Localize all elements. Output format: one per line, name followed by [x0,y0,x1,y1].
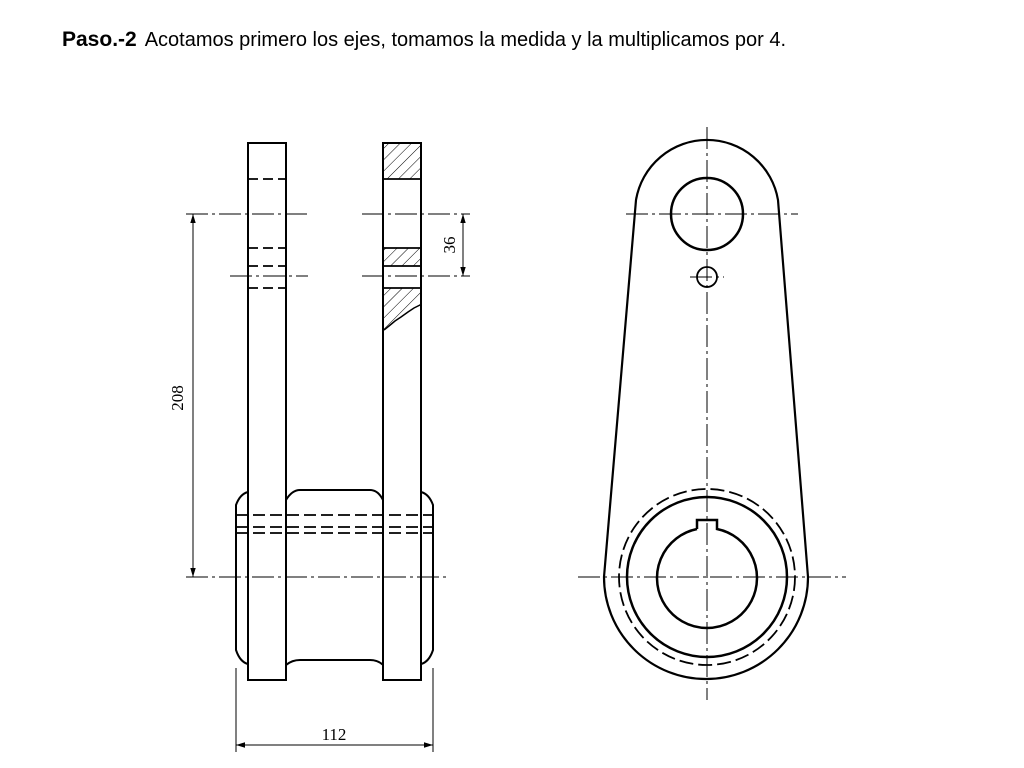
side-view [235,142,434,681]
dimension-112 [235,668,434,752]
hub-body [285,489,384,501]
hub-body-bottom [285,659,384,666]
dimension-112-label: 112 [322,725,347,744]
side-view-center-lines [186,213,470,578]
front-view [602,138,810,681]
step-label: Paso.-2 [62,28,137,51]
hidden-lines-upper [248,178,421,289]
step-description: Acotamos primero los ejes, tomamos la me… [144,29,787,51]
section-break-line [383,304,421,331]
dimension-36-label: 36 [440,237,459,254]
hub-right-flange [420,491,434,665]
hub-left-flange [235,491,249,665]
hub-bore-hidden-lines [236,514,433,534]
lever-outline [602,138,810,681]
right-fork-arm [382,142,422,681]
keyed-bore [655,518,759,630]
section-hatching [384,144,420,330]
front-view-center-lines [578,127,846,700]
slide-title: Paso.-2 Acotamos primero los ejes, tomamo… [62,28,786,52]
dimension-208-label: 208 [168,385,187,411]
left-fork-arm [247,142,287,681]
